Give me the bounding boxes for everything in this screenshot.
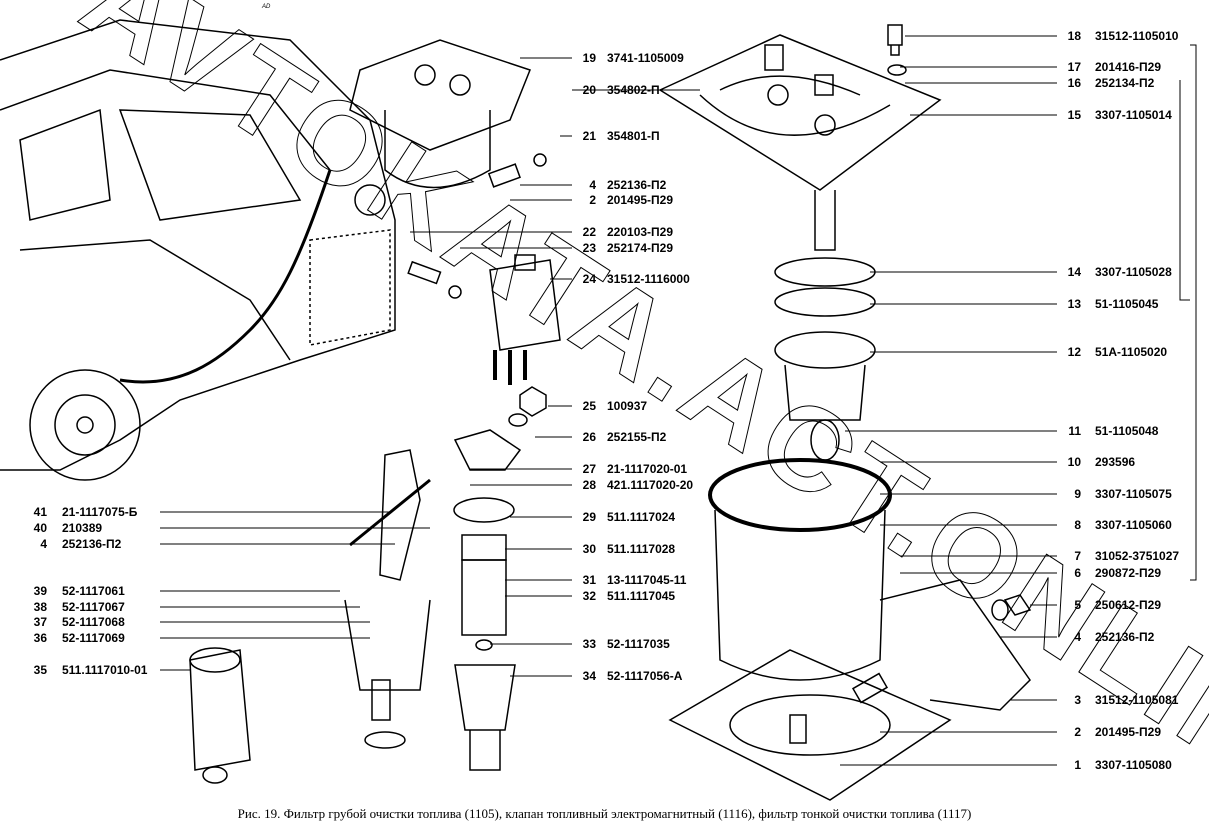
callout-number: 9 <box>1074 487 1081 501</box>
callout-number: 6 <box>1074 566 1081 580</box>
part-number-code: 201495-П29 <box>607 193 674 207</box>
callout-number: 30 <box>582 542 596 556</box>
part-number-code: 52-1117061 <box>62 584 125 598</box>
part-number-code: 511.1117010-01 <box>62 663 148 677</box>
callout-number: 20 <box>582 83 596 97</box>
part-number-code: 51-1105045 <box>1095 297 1159 311</box>
callout-number: 17 <box>1067 60 1081 74</box>
part-number-code: 52-1117069 <box>62 631 125 645</box>
callout-number: 12 <box>1067 345 1081 359</box>
callout-number: 14 <box>1067 265 1081 279</box>
part-number-code: 252136-П2 <box>607 178 667 192</box>
callout-number: 27 <box>582 462 596 476</box>
callout-number: 34 <box>582 669 596 683</box>
callout-number: 22 <box>582 225 596 239</box>
part-number-code: 21-1117075-Б <box>62 505 138 519</box>
callout-number: 32 <box>582 589 596 603</box>
part-number-code: 252136-П2 <box>62 537 122 551</box>
callout-number: 1 <box>1074 758 1081 772</box>
callout-number: 2 <box>589 193 596 207</box>
part-number-code: 31512-1116000 <box>607 272 690 286</box>
group-bracket <box>1190 44 1197 581</box>
part-number-code: 250612-П29 <box>1095 598 1162 612</box>
part-number-code: 290872-П29 <box>1095 566 1162 580</box>
part-number-code: 3307-1105080 <box>1095 758 1172 772</box>
callout-number: 28 <box>582 478 596 492</box>
callout-number: 33 <box>582 637 596 651</box>
part-number-code: 3307-1105075 <box>1095 487 1172 501</box>
callout-number: 16 <box>1067 76 1081 90</box>
callout-number: 31 <box>582 573 596 587</box>
callout-number: 26 <box>582 430 596 444</box>
callout-number: 40 <box>33 521 47 535</box>
part-number-code: 100937 <box>607 399 648 413</box>
callout-number: 15 <box>1067 108 1081 122</box>
corner-mark: AD <box>262 4 271 10</box>
callout-number: 25 <box>582 399 596 413</box>
figure-caption: Рис. 19. Фильтр грубой очистки топлива (… <box>237 806 972 821</box>
coarse-filter-drawing <box>349 39 547 189</box>
callout-number: 37 <box>33 615 47 629</box>
fuel-filter-drawing <box>658 24 1032 801</box>
leader-lines <box>160 35 1057 766</box>
part-number-code: 511.1117024 <box>607 510 676 524</box>
part-number-code: 52-1117067 <box>62 600 125 614</box>
callout-number: 21 <box>582 129 596 143</box>
part-number-code: 3307-1105060 <box>1095 518 1172 532</box>
callout-number: 36 <box>33 631 47 645</box>
part-number-code: 201416-П29 <box>1095 60 1162 74</box>
part-number-code: 31052-3751027 <box>1095 549 1180 563</box>
callout-number: 24 <box>582 272 596 286</box>
part-number-code: 31512-1105081 <box>1095 693 1179 707</box>
watermark: AVTOKATA.ACT.ONLINE <box>61 0 1209 837</box>
part-number-code: 52-1117056-А <box>607 669 683 683</box>
callout-number: 3 <box>1074 693 1081 707</box>
callout-number: 29 <box>582 510 596 524</box>
callout-number: 2 <box>1074 725 1081 739</box>
callout-number: 5 <box>1074 598 1081 612</box>
callout-number: 13 <box>1067 297 1081 311</box>
part-number-code: 3307-1105028 <box>1095 265 1172 279</box>
callout-number: 7 <box>1074 549 1081 563</box>
callout-number: 38 <box>33 600 47 614</box>
part-number-code: 3741-1105009 <box>607 51 684 65</box>
part-number-code: 220103-П29 <box>607 225 674 239</box>
part-number-code: 252136-П2 <box>1095 630 1155 644</box>
part-number-code: 293596 <box>1095 455 1136 469</box>
callout-number: 18 <box>1067 29 1081 43</box>
part-number-code: 252155-П2 <box>607 430 667 444</box>
part-number-code: 421.1117020-20 <box>607 478 694 492</box>
callout-number: 23 <box>582 241 596 255</box>
vehicle-cab-drawing <box>0 19 396 481</box>
part-number-code: 201495-П29 <box>1095 725 1162 739</box>
part-number-code: 3307-1105014 <box>1095 108 1172 122</box>
callout-number: 4 <box>589 178 596 192</box>
callout-number: 10 <box>1067 455 1081 469</box>
part-number-code: 13-1117045-11 <box>607 573 687 587</box>
part-number-code: 210389 <box>62 521 103 535</box>
part-number-code: 354802-П <box>607 83 660 97</box>
part-number-code: 51А-1105020 <box>1095 345 1168 359</box>
part-number-code: 51-1105048 <box>1095 424 1159 438</box>
callout-number: 8 <box>1074 518 1081 532</box>
part-number-code: 252174-П29 <box>607 241 674 255</box>
part-number-code: 52-1117035 <box>607 637 670 651</box>
part-number-code: 354801-П <box>607 129 660 143</box>
callout-number: 11 <box>1068 424 1081 438</box>
callout-number: 41 <box>33 505 47 519</box>
part-number-code: 21-1117020-01 <box>607 462 688 476</box>
callout-number: 19 <box>582 51 596 65</box>
part-number-code: 252134-П2 <box>1095 76 1155 90</box>
solenoid-valve-drawing <box>407 254 561 427</box>
callout-number: 35 <box>33 663 47 677</box>
part-number-code: 511.1117045 <box>607 589 676 603</box>
callout-number: 39 <box>33 584 47 598</box>
part-number-code: 52-1117068 <box>62 615 125 629</box>
part-number-code: 31512-1105010 <box>1095 29 1179 43</box>
callout-number: 4 <box>40 537 47 551</box>
part-number-code: 511.1117028 <box>607 542 676 556</box>
callout-number: 4 <box>1074 630 1081 644</box>
